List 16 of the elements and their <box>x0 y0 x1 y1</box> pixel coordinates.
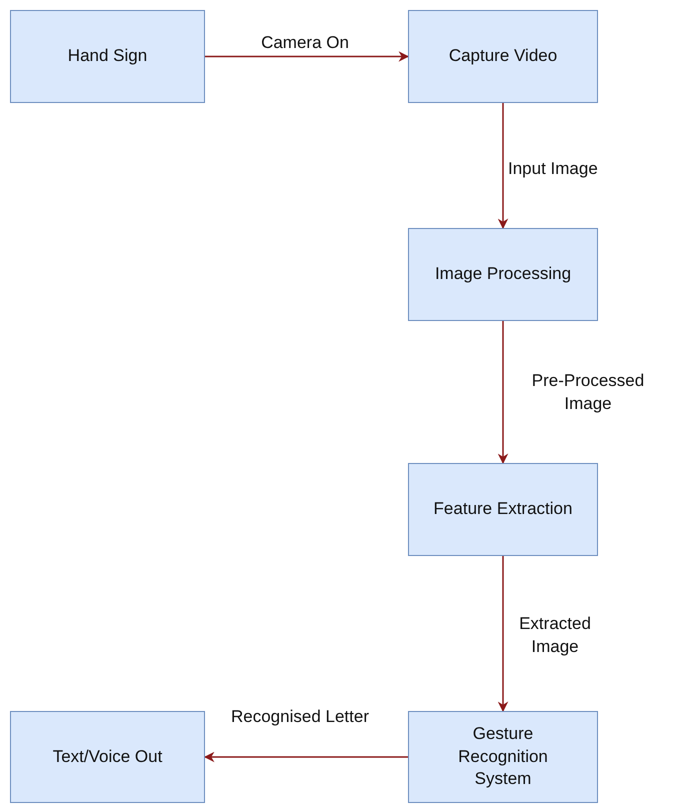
process-box: Feature Extraction <box>408 463 598 556</box>
process-box: Gesture Recognition System <box>408 711 598 803</box>
arrow <box>204 752 408 762</box>
process-box: Image Processing <box>408 228 598 321</box>
arrow <box>205 51 410 62</box>
arrow <box>498 103 508 230</box>
process-box: Text/Voice Out <box>10 711 205 803</box>
arrow <box>498 321 508 464</box>
edge-label: Extracted Image <box>518 613 592 658</box>
process-box: Capture Video <box>408 10 598 103</box>
edge-label: Pre-Processed Image <box>530 370 646 415</box>
edge-label: Camera On <box>260 32 350 54</box>
arrow <box>498 556 508 712</box>
edge-label: Recognised Letter <box>230 706 370 728</box>
edge-label: Input Image <box>508 158 599 180</box>
process-box: Hand Sign <box>10 10 205 103</box>
